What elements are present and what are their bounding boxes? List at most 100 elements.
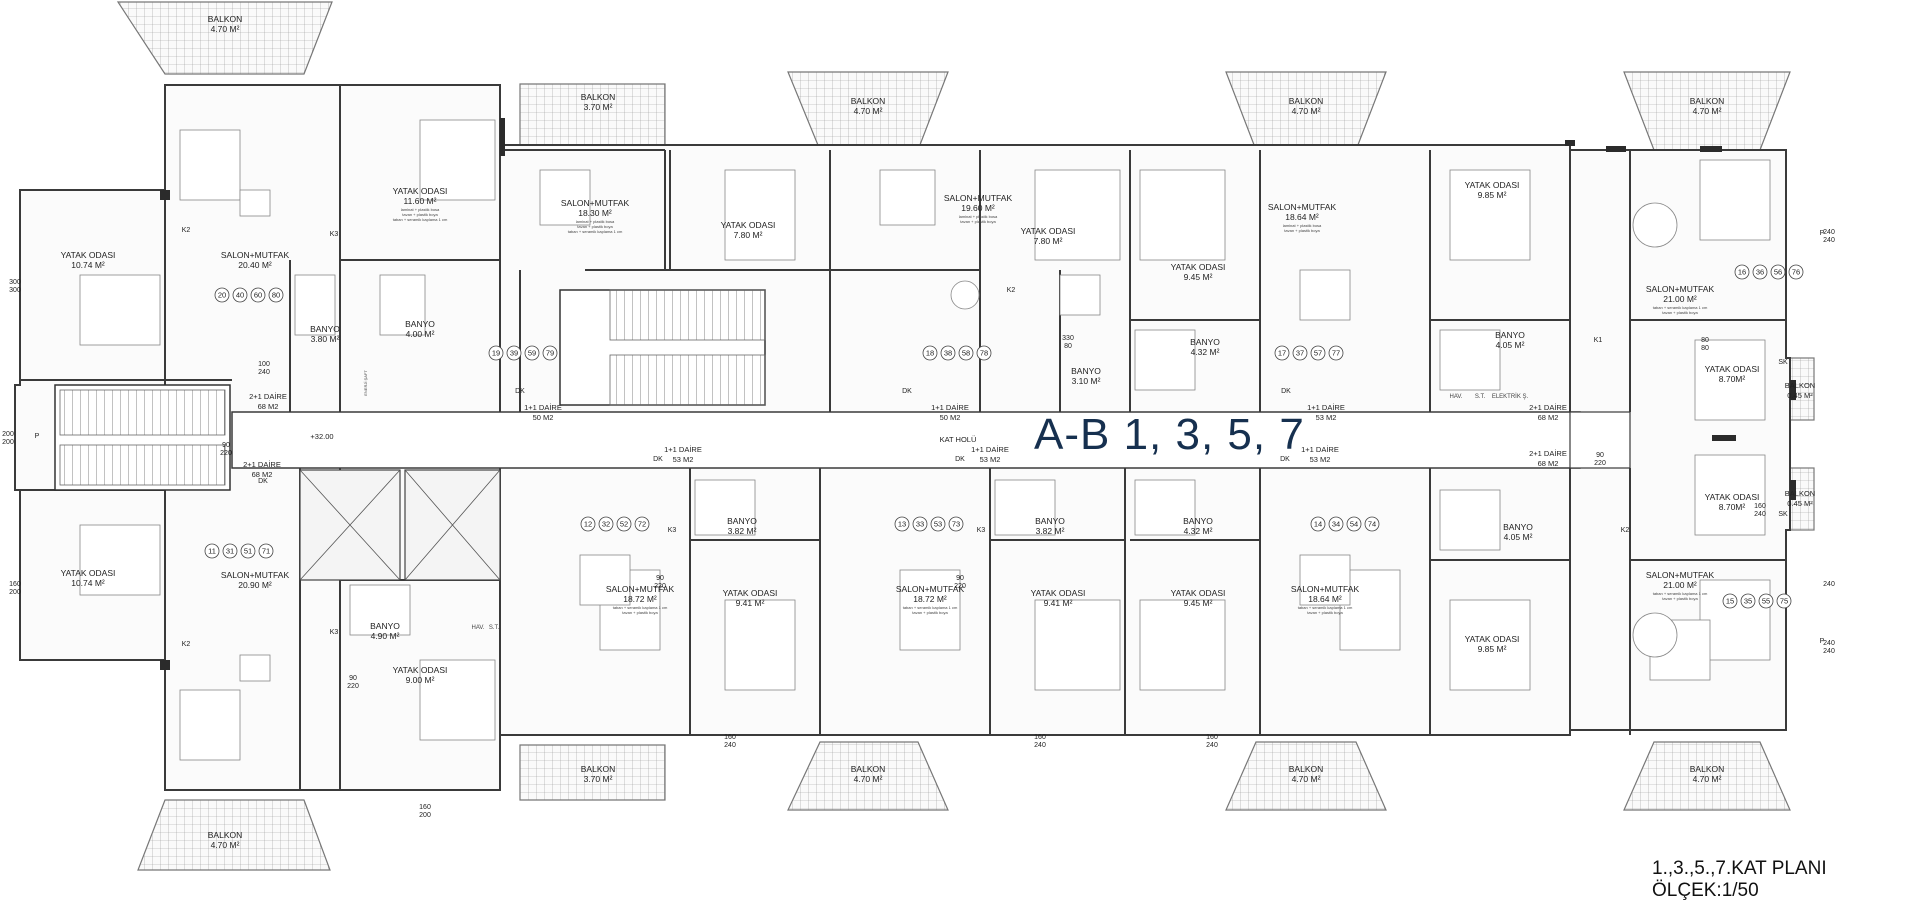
sk-label: SK (1778, 359, 1788, 366)
k3-label: K3 (330, 629, 339, 636)
room-name: SALON+MUTFAK (896, 584, 965, 594)
unit-number-circle (616, 516, 632, 532)
balcony-label: BALKON (851, 96, 886, 106)
room-labels: YATAK ODASI 11.60 M² YATAK ODASI 10.74 M… (61, 180, 1760, 685)
svg-text:240: 240 (1206, 742, 1218, 749)
bathrooms (294, 274, 1501, 636)
p-mark: P (35, 433, 40, 440)
unit-number-circle (488, 345, 504, 361)
svg-text:220: 220 (220, 450, 232, 457)
balcony-label: BALKON (1289, 96, 1324, 106)
svg-text:200: 200 (2, 431, 14, 438)
svg-text:taban + seramik kaplama 1 cm: taban + seramik kaplama 1 cm (903, 605, 958, 610)
unit-number-circle (1310, 345, 1326, 361)
unit-number: 16 (1738, 268, 1746, 277)
room-area: 19.60 M² (961, 203, 995, 213)
corridor-label: KAT HOLÜ (940, 435, 977, 444)
unit-number-circle (1752, 264, 1768, 280)
svg-text:taban + seramik kaplama 1 cm: taban + seramik kaplama 1 cm (613, 605, 668, 610)
apartment-area: 53 M2 (1310, 455, 1331, 464)
unit-number: 20 (218, 291, 226, 300)
svg-text:240: 240 (1034, 742, 1046, 749)
unit-number-circle (598, 516, 614, 532)
room-area: 10.74 M² (71, 260, 105, 270)
unit-number: 55 (1762, 597, 1770, 606)
svg-text:90: 90 (349, 675, 357, 682)
svg-text:tavan + plastik boya: tavan + plastik boya (1662, 596, 1698, 601)
svg-text:160: 160 (724, 734, 736, 741)
unit-number-circle (948, 516, 964, 532)
balcony-bottom-3 (787, 741, 949, 811)
unit-number: 11 (208, 547, 216, 556)
room-area: 3.10 M² (1072, 376, 1101, 386)
balcony-bottom-1 (137, 799, 331, 871)
room-area: 18.72 M² (623, 594, 657, 604)
room-name: SALON+MUTFAK (1646, 284, 1715, 294)
room-area: 3.82 M² (728, 526, 757, 536)
unit-number: 60 (254, 291, 262, 300)
elektrik-label: ELEKTRİK Ş. (1492, 393, 1529, 400)
unit-number-circle (524, 345, 540, 361)
room-area: 18.64 M² (1285, 212, 1319, 222)
room-area: 9.85 M² (1478, 644, 1507, 654)
room-name: SALON+MUTFAK (1291, 584, 1360, 594)
unit-number-circle (1328, 345, 1344, 361)
k3-label: K3 (668, 527, 677, 534)
unit-number-circle (976, 345, 992, 361)
unit-number: 58 (962, 349, 970, 358)
apartment-area: 53 M2 (1316, 413, 1337, 422)
unit-number-circle (894, 516, 910, 532)
room-area: 4.05 M² (1504, 532, 1533, 542)
room-name: YATAK ODASI (61, 568, 116, 578)
room-name: SALON+MUTFAK (221, 570, 290, 580)
room-name: SALON+MUTFAK (606, 584, 675, 594)
dk-label: DK (515, 388, 525, 395)
furniture (79, 119, 1771, 761)
unit-number: 76 (1792, 268, 1800, 277)
svg-text:240: 240 (1823, 229, 1835, 236)
svg-text:200: 200 (2, 439, 14, 446)
balcony-area: 4.70 M² (1693, 774, 1722, 784)
room-name: SALON+MUTFAK (561, 198, 630, 208)
svg-text:laminat + plastik bosa: laminat + plastik bosa (576, 219, 615, 224)
svg-text:tavan + plastik boya: tavan + plastik boya (577, 224, 613, 229)
balcony-area: 4.70 M² (211, 24, 240, 34)
svg-text:taban + seramik kaplama 1 cm: taban + seramik kaplama 1 cm (1653, 305, 1708, 310)
unit-number: 36 (1756, 268, 1764, 277)
balcony-label: BALKON (1289, 764, 1324, 774)
svg-text:220: 220 (347, 683, 359, 690)
svg-text:300: 300 (9, 287, 21, 294)
apartment-area: 53 M2 (673, 455, 694, 464)
room-area: 21.00 M² (1663, 580, 1697, 590)
k3-label: K3 (977, 527, 986, 534)
svg-text:240: 240 (1823, 237, 1835, 244)
room-name: BANYO (1183, 516, 1213, 526)
unit-number: 72 (638, 520, 646, 529)
room-area: 9.45 M² (1184, 598, 1213, 608)
room-name: YATAK ODASI (1705, 364, 1760, 374)
room-area: 18.72 M² (913, 594, 947, 604)
room-area: 7.80 M² (1034, 236, 1063, 246)
dk-label: DK (902, 388, 912, 395)
unit-number: 75 (1780, 597, 1788, 606)
room-name: YATAK ODASI (1171, 262, 1226, 272)
unit-number: 33 (916, 520, 924, 529)
unit-number: 34 (1332, 520, 1340, 529)
balcony-bottom-4 (1225, 741, 1387, 811)
su-label: S.T. (1475, 394, 1486, 400)
svg-text:taban + seramik kaplama 1 cm: taban + seramik kaplama 1 cm (393, 217, 448, 222)
svg-text:240: 240 (724, 742, 736, 749)
svg-text:tavan + plastik boya: tavan + plastik boya (960, 219, 996, 224)
balconies-top (116, 1, 1791, 151)
k2-label: K2 (182, 641, 191, 648)
unit-number: 40 (236, 291, 244, 300)
room-name: SALON+MUTFAK (944, 193, 1013, 203)
unit-number: 57 (1314, 349, 1322, 358)
room-name: BANYO (1071, 366, 1101, 376)
balcony-label: BALKON (1690, 96, 1725, 106)
unit-number: 59 (528, 349, 536, 358)
balcony-label: BALKON (851, 764, 886, 774)
svg-text:taban + seramik kaplama 1 cm: taban + seramik kaplama 1 cm (1298, 605, 1353, 610)
